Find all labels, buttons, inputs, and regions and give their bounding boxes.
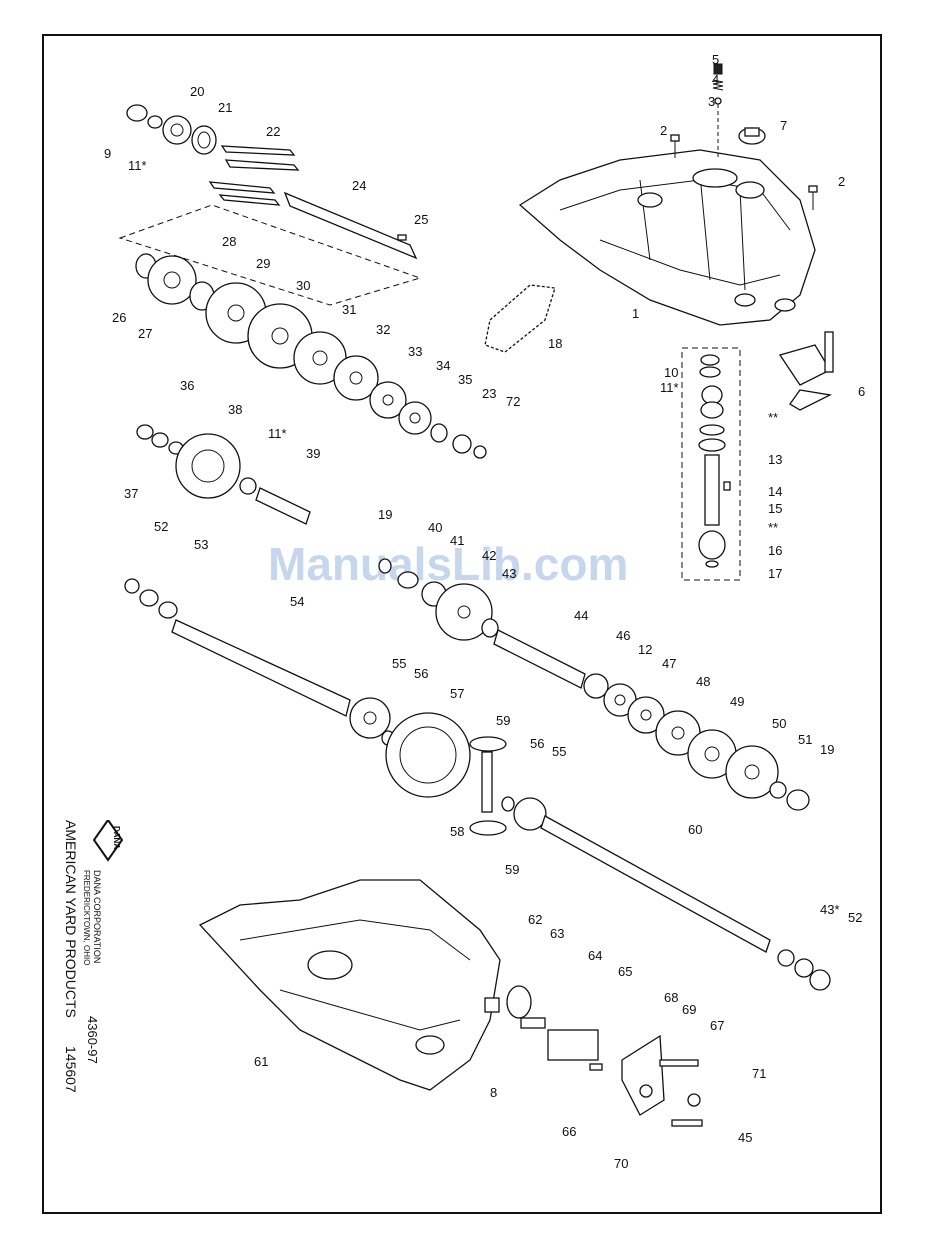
callout-label: 26 xyxy=(112,310,126,325)
company-line1: DANA CORPORATION xyxy=(92,870,102,963)
company-line2: FREDERICKTOWN, OHIO xyxy=(82,870,91,965)
callout-label: 33 xyxy=(408,344,422,359)
callout-label: 24 xyxy=(352,178,366,193)
callout-label: 61 xyxy=(254,1054,268,1069)
callout-label: 9 xyxy=(104,146,111,161)
diagram-border xyxy=(42,34,882,1214)
callout-label: 22 xyxy=(266,124,280,139)
callout-label: 15 xyxy=(768,501,782,516)
callout-label: 39 xyxy=(306,446,320,461)
callout-label: 52 xyxy=(154,519,168,534)
callout-label: 45 xyxy=(738,1130,752,1145)
callout-label: 4 xyxy=(712,72,719,87)
callout-label: 59 xyxy=(496,713,510,728)
callout-label: 12 xyxy=(638,642,652,657)
callout-label: 19 xyxy=(378,507,392,522)
callout-label: 28 xyxy=(222,234,236,249)
callout-label: 66 xyxy=(562,1124,576,1139)
callout-label: 17 xyxy=(768,566,782,581)
callout-label: 21 xyxy=(218,100,232,115)
callout-label: 5 xyxy=(712,52,719,67)
callout-label: 30 xyxy=(296,278,310,293)
callout-label: 40 xyxy=(428,520,442,535)
callout-label: 62 xyxy=(528,912,542,927)
callout-label: 27 xyxy=(138,326,152,341)
callout-label: 48 xyxy=(696,674,710,689)
callout-label: 11* xyxy=(268,426,287,441)
callout-label: 72 xyxy=(506,394,520,409)
callout-label: 18 xyxy=(548,336,562,351)
callout-label: 23 xyxy=(482,386,496,401)
callout-label: 35 xyxy=(458,372,472,387)
callout-label: 68 xyxy=(664,990,678,1005)
callout-label: 57 xyxy=(450,686,464,701)
callout-label: 64 xyxy=(588,948,602,963)
callout-label: 43* xyxy=(820,902,840,917)
callout-label: 53 xyxy=(194,537,208,552)
callout-label: 70 xyxy=(614,1156,628,1171)
callout-label: 46 xyxy=(616,628,630,643)
callout-label: 58 xyxy=(450,824,464,839)
callout-label: 55 xyxy=(552,744,566,759)
callout-label: 2 xyxy=(838,174,845,189)
callout-label: 10 xyxy=(664,365,678,380)
callout-label: 11* xyxy=(660,380,679,395)
callout-label: 56 xyxy=(530,736,544,751)
callout-label: 6 xyxy=(858,384,865,399)
company-block: DANA DANA CORPORATION FREDERICKTOWN, OHI… xyxy=(62,818,132,1140)
callout-label: 44 xyxy=(574,608,588,623)
callout-label: 51 xyxy=(798,732,812,747)
callout-label: 38 xyxy=(228,402,242,417)
callout-label: 16 xyxy=(768,543,782,558)
callout-label: 43 xyxy=(502,566,516,581)
callout-label: 19 xyxy=(820,742,834,757)
callouts: 54372212021911*2224252829262730313233343… xyxy=(104,52,865,1171)
callout-label: 65 xyxy=(618,964,632,979)
callout-label: 11* xyxy=(128,158,147,173)
callout-label: 25 xyxy=(414,212,428,227)
callout-label: 34 xyxy=(436,358,450,373)
callout-label: 69 xyxy=(682,1002,696,1017)
callout-label: 56 xyxy=(414,666,428,681)
callout-label: 41 xyxy=(450,533,464,548)
callout-label: 1 xyxy=(632,306,639,321)
callout-label: 60 xyxy=(688,822,702,837)
callout-label: 14 xyxy=(768,484,782,499)
callout-label: 37 xyxy=(124,486,138,501)
callout-label: 32 xyxy=(376,322,390,337)
callout-label: 49 xyxy=(730,694,744,709)
callout-label: 31 xyxy=(342,302,356,317)
callout-label: 59 xyxy=(505,862,519,877)
callout-label: 20 xyxy=(190,84,204,99)
callout-label: 71 xyxy=(752,1066,766,1081)
lower-housing xyxy=(198,879,501,1091)
callout-label: 2 xyxy=(660,123,667,138)
callout-label: 63 xyxy=(550,926,564,941)
callout-label: 50 xyxy=(772,716,786,731)
model-number: 4360-97 xyxy=(85,1016,100,1064)
callout-label: ** xyxy=(768,520,778,535)
part-number: 145607 xyxy=(63,1046,79,1093)
callout-label: 36 xyxy=(180,378,194,393)
company-line3: AMERICAN YARD PRODUCTS xyxy=(63,820,79,1018)
callout-label: 67 xyxy=(710,1018,724,1033)
callout-label: 3 xyxy=(708,94,715,109)
callout-label: ** xyxy=(768,410,778,425)
upper-housing xyxy=(518,149,816,326)
watermark: ManualsLib.com xyxy=(268,538,628,590)
callout-label: 47 xyxy=(662,656,676,671)
callout-label: 29 xyxy=(256,256,270,271)
callout-label: 54 xyxy=(290,594,304,609)
callout-label: 13 xyxy=(768,452,782,467)
callout-label: 42 xyxy=(482,548,496,563)
callout-label: 52 xyxy=(848,910,862,925)
callout-label: 7 xyxy=(780,118,787,133)
dana-logo: DANA xyxy=(112,826,121,849)
callout-label: 8 xyxy=(490,1085,497,1100)
callout-label: 55 xyxy=(392,656,406,671)
